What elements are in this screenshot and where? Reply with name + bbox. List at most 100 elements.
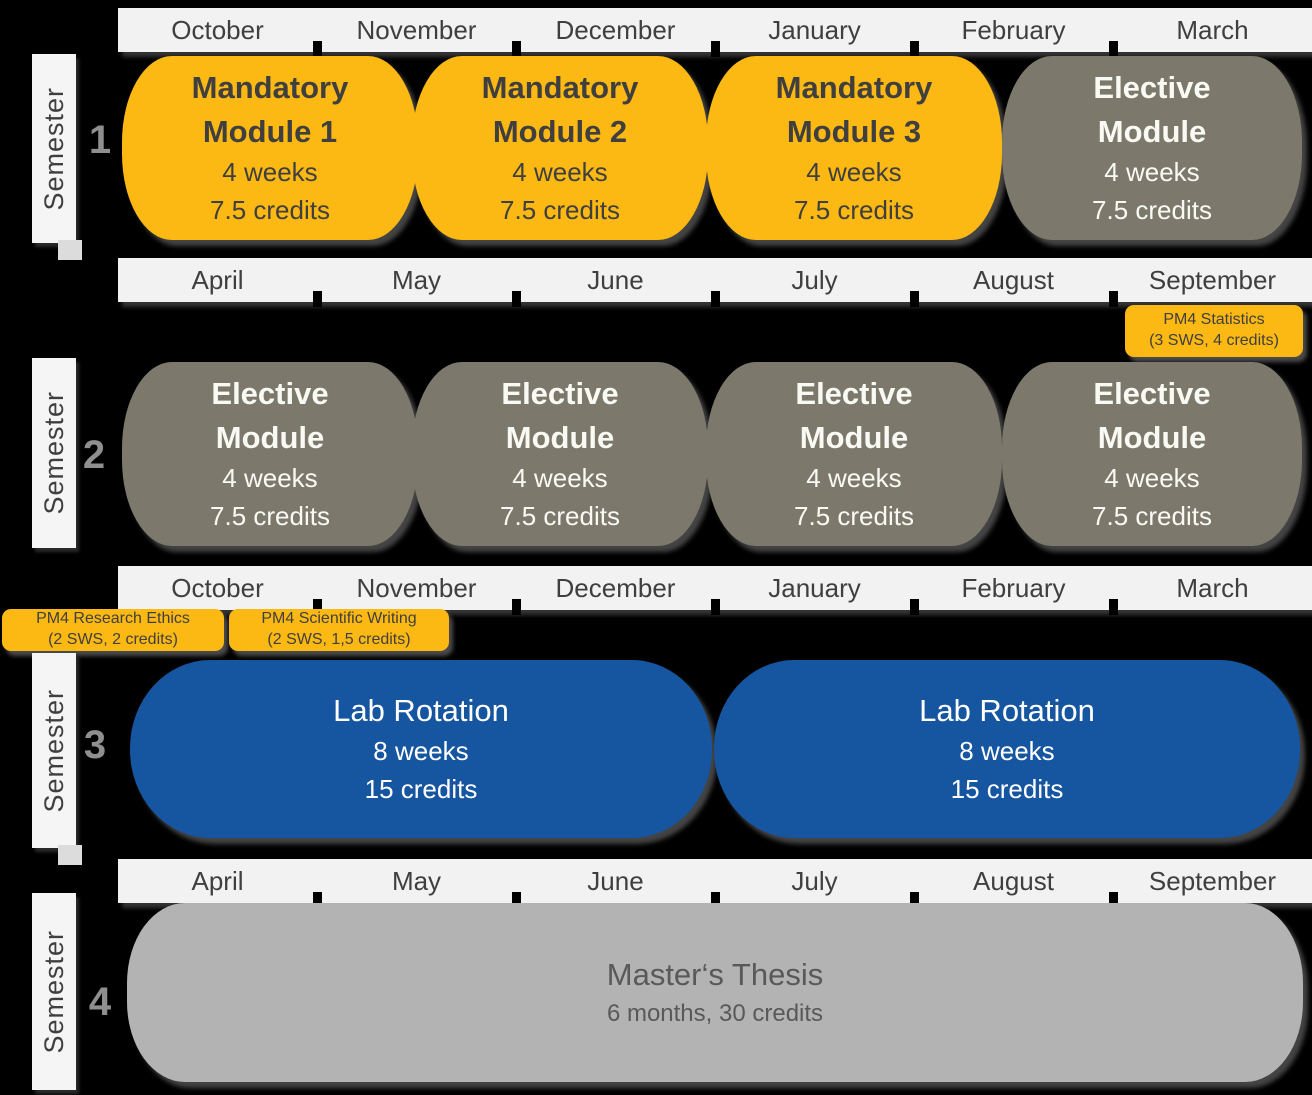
module-duration: 4 weeks <box>222 157 318 188</box>
module-credits: 7.5 credits <box>500 195 620 226</box>
month-label: November <box>356 572 477 603</box>
semester-2-number: 2 <box>82 432 106 477</box>
module-credits: 7.5 credits <box>500 501 620 532</box>
module-title: Mandatory Module 1 <box>191 70 349 150</box>
semester-4-number: 4 <box>88 979 112 1024</box>
month-divider-tick <box>711 41 720 57</box>
module-title: Elective Module <box>1093 70 1211 150</box>
month-label: July <box>791 865 838 896</box>
month-label: January <box>768 572 861 603</box>
module-credits: 7.5 credits <box>1092 195 1212 226</box>
month-label: June <box>587 264 644 295</box>
month-label: March <box>1176 14 1249 45</box>
pm4-course-name: PM4 Scientific Writing <box>261 610 417 628</box>
month-divider-tick <box>910 41 919 57</box>
module-box-elective-s2-3: Elective Module 4 weeks 7.5 credits <box>706 362 1002 546</box>
semester-3-number: 3 <box>83 722 107 767</box>
module-duration: 4 weeks <box>222 463 318 494</box>
month-divider-tick <box>512 41 521 57</box>
semester-3-label: Semester <box>38 688 69 813</box>
module-box-elective-s2-2: Elective Module 4 weeks 7.5 credits <box>412 362 708 546</box>
lab-rotation-box-2: Lab Rotation 8 weeks 15 credits <box>714 660 1300 838</box>
module-title: Mandatory Module 3 <box>775 70 933 150</box>
month-label: December <box>555 572 676 603</box>
month-divider-tick <box>711 599 720 615</box>
month-divider-tick <box>910 892 919 908</box>
module-box-elective-s1: Elective Module 4 weeks 7.5 credits <box>1002 56 1302 240</box>
month-label: February <box>961 572 1066 603</box>
module-details: 6 months, 30 credits <box>606 1000 824 1028</box>
pm4-course-details: (2 SWS, 2 credits) <box>48 631 178 648</box>
module-title: Lab Rotation <box>919 693 1095 729</box>
month-label: October <box>171 572 264 603</box>
module-duration: 4 weeks <box>806 157 902 188</box>
month-divider-tick <box>1109 41 1118 57</box>
month-label: April <box>191 865 244 896</box>
month-divider-tick <box>313 291 322 307</box>
lab-rotation-box-1: Lab Rotation 8 weeks 15 credits <box>130 660 712 838</box>
semester-1-label: Semester <box>38 86 69 211</box>
month-label: March <box>1176 572 1249 603</box>
month-divider-tick <box>313 599 322 615</box>
month-label: May <box>391 865 442 896</box>
semester-2-label: Semester <box>38 391 69 515</box>
module-title: Lab Rotation <box>333 693 509 729</box>
month-divider-tick <box>1109 599 1118 615</box>
month-divider-tick <box>910 599 919 615</box>
pm4-course-details: (3 SWS, 4 credits) <box>1149 332 1279 349</box>
month-label: September <box>1148 264 1277 295</box>
month-label: May <box>391 264 442 295</box>
module-duration: 4 weeks <box>512 463 608 494</box>
month-divider-tick <box>1109 892 1118 908</box>
label-bar-shadow <box>58 845 82 865</box>
module-title: Elective Module <box>501 376 619 456</box>
month-divider-tick <box>1109 291 1118 307</box>
module-duration: 8 weeks <box>959 736 1055 767</box>
month-divider-tick <box>910 291 919 307</box>
module-duration: 4 weeks <box>1104 463 1200 494</box>
label-bar-shadow <box>58 240 82 260</box>
semester-1-label-bar: Semester <box>32 54 82 260</box>
module-duration: 8 weeks <box>373 736 469 767</box>
module-box-elective-s2-4: Elective Module 4 weeks 7.5 credits <box>1002 362 1302 546</box>
month-label: November <box>356 14 477 45</box>
module-credits: 7.5 credits <box>1092 501 1212 532</box>
semester-2-label-bar: Semester <box>32 358 76 548</box>
pm4-research-ethics-box: PM4 Research Ethics (2 SWS, 2 credits) <box>2 609 224 651</box>
month-divider-tick <box>512 599 521 615</box>
module-duration: 4 weeks <box>1104 157 1200 188</box>
month-divider-tick <box>313 41 322 57</box>
month-label: September <box>1148 865 1277 896</box>
module-title: Mandatory Module 2 <box>481 70 639 150</box>
module-credits: 7.5 credits <box>210 501 330 532</box>
month-bar-semester2: April May June July August September <box>118 258 1312 307</box>
module-credits: 7.5 credits <box>210 195 330 226</box>
module-credits: 7.5 credits <box>794 501 914 532</box>
month-label: December <box>555 14 676 45</box>
semester-1-number: 1 <box>88 117 112 162</box>
semester-3-label-bar: Semester <box>32 653 82 865</box>
module-box-mandatory-1: Mandatory Module 1 4 weeks 7.5 credits <box>122 56 418 240</box>
month-bar-semester4: April May June July August September <box>118 859 1312 908</box>
pm4-statistics-box: PM4 Statistics (3 SWS, 4 credits) <box>1125 305 1303 357</box>
module-duration: 4 weeks <box>512 157 608 188</box>
semester-4-label-bar: Semester <box>32 893 76 1090</box>
month-label: August <box>973 264 1054 295</box>
month-label: February <box>961 14 1066 45</box>
pm4-scientific-writing-box: PM4 Scientific Writing (2 SWS, 1,5 credi… <box>229 609 449 651</box>
month-bar-semester3: October November December January Februa… <box>118 566 1312 615</box>
month-label: June <box>587 865 644 896</box>
module-title: Elective Module <box>211 376 329 456</box>
module-credits: 15 credits <box>950 774 1064 804</box>
module-box-elective-s2-1: Elective Module 4 weeks 7.5 credits <box>122 362 418 546</box>
month-label: October <box>171 14 264 45</box>
month-label: August <box>973 865 1054 896</box>
module-box-mandatory-3: Mandatory Module 3 4 weeks 7.5 credits <box>706 56 1002 240</box>
pm4-course-details: (2 SWS, 1,5 credits) <box>267 631 411 648</box>
module-credits: 7.5 credits <box>794 195 914 226</box>
semester-4-label: Semester <box>38 929 69 1054</box>
month-divider-tick <box>711 892 720 908</box>
month-divider-tick <box>313 892 322 908</box>
month-divider-tick <box>512 291 521 307</box>
